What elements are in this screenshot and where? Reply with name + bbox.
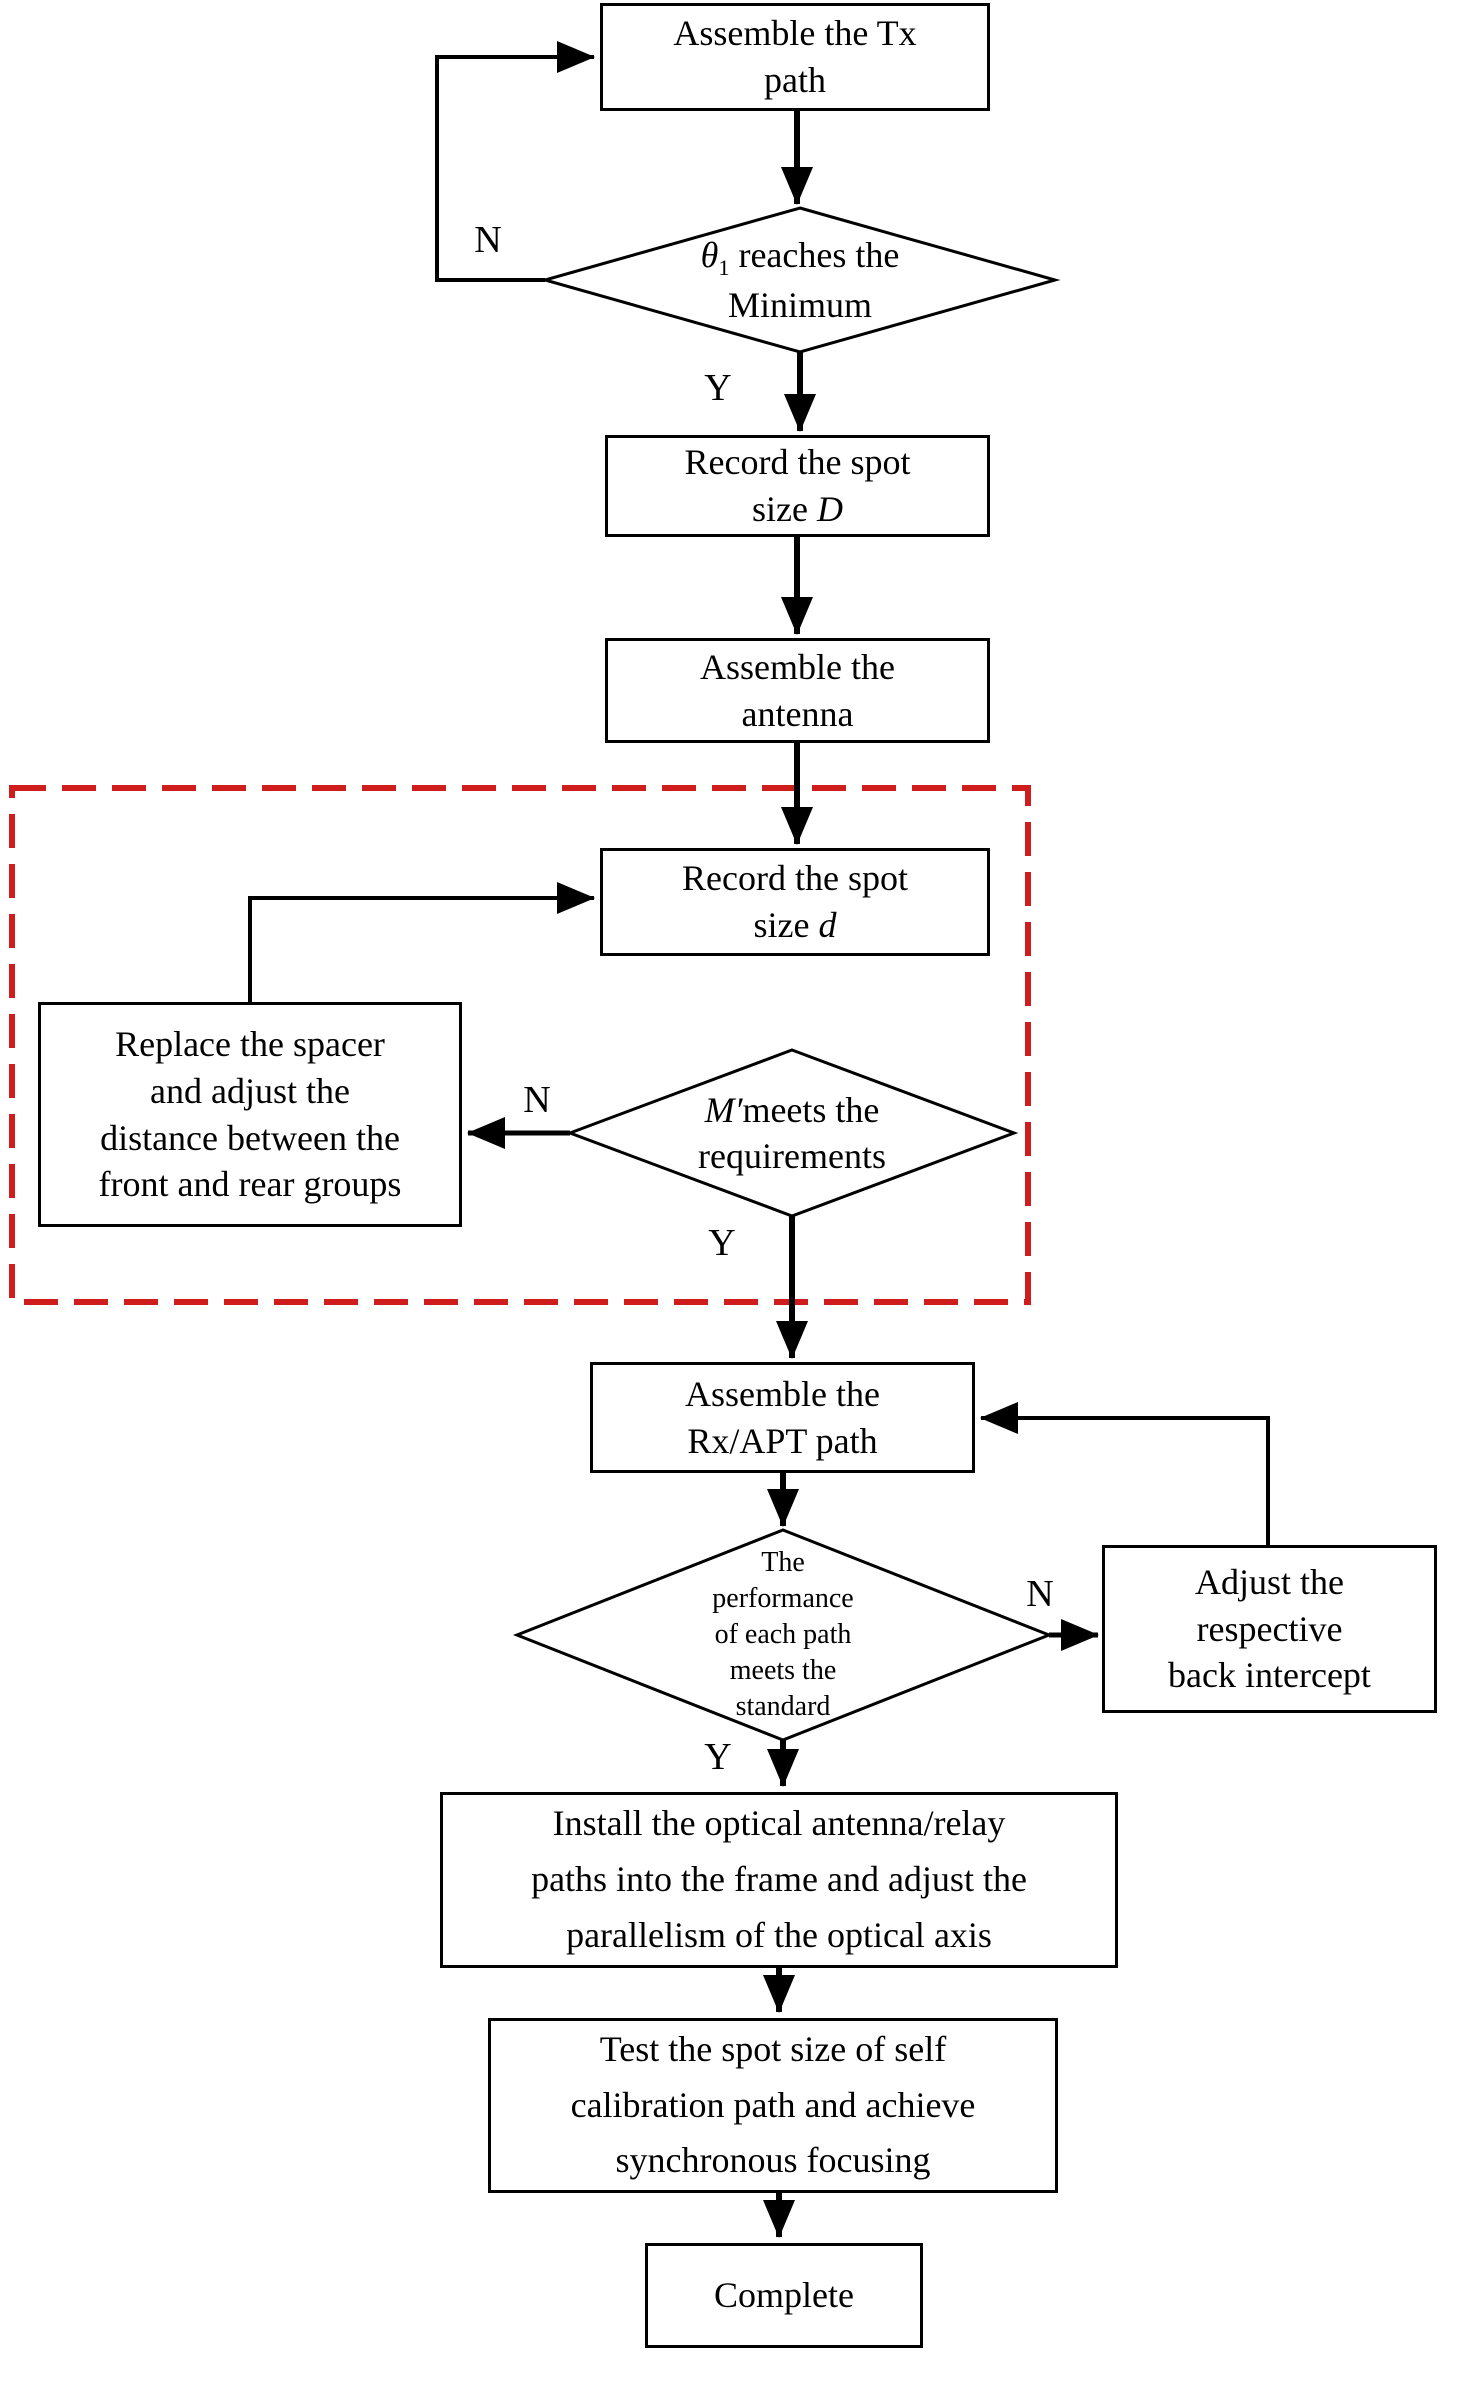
node-label-line: paths into the frame and adjust the — [531, 1859, 1027, 1900]
loop-replace-spacer-to-record-spot-d — [248, 882, 595, 1002]
node-label-line: Replace the spacer — [115, 1023, 385, 1064]
branch-label-theta-y: Y — [704, 367, 732, 409]
branch-label-m-n: N — [523, 1079, 551, 1121]
node-label-line: front and rear groups — [98, 1164, 402, 1205]
node-label-line: requirements — [698, 1136, 886, 1176]
dashed-region-antenna-alignment — [9, 785, 1031, 1305]
decision-theta1-minimum-label: θ1 reaches the Minimum — [560, 212, 1040, 348]
node-label-line: Install the optical antenna/relay — [552, 1803, 1006, 1844]
loop-adjust-intercept-to-assemble-rx — [980, 1402, 1270, 1545]
node-label-line: Rx/APT path — [687, 1420, 878, 1461]
node-label-line: calibration path and achieve — [570, 2084, 976, 2125]
branch-label-performance-n: N — [1026, 1573, 1054, 1615]
node-label-line: antenna — [741, 693, 854, 734]
node-label-line: M′meets the — [704, 1089, 880, 1130]
node-label-line: Assemble the — [700, 646, 895, 687]
decision-theta1-minimum-shape — [539, 206, 1061, 354]
node-label-line: Record the spot — [682, 858, 908, 899]
node-label-line: θ1 reaches the — [700, 234, 900, 280]
node-label-line: size d — [753, 905, 837, 945]
branch-label-performance-y: Y — [704, 1736, 732, 1778]
node-label-line: Minimum — [727, 285, 873, 326]
node-label-line: standard — [735, 1690, 831, 1722]
decision-m-prime-label: M′meets the requirements — [585, 1054, 999, 1212]
node-label-line: meets the — [729, 1654, 837, 1686]
node-label-line: back intercept — [1168, 1655, 1371, 1696]
node-label-line: size D — [752, 489, 843, 529]
node-record-spot-size-d: Record the spot size d — [600, 848, 990, 956]
decision-path-performance-label: The performance of each path meets the s… — [527, 1532, 1039, 1738]
branch-label-m-y: Y — [708, 1222, 736, 1264]
node-label-line: and adjust the — [150, 1070, 350, 1111]
node-label-line: path — [764, 60, 826, 100]
node-label-line: Record the spot — [684, 442, 911, 483]
node-label-line: Adjust the — [1195, 1561, 1344, 1602]
node-label-line: respective — [1196, 1608, 1343, 1649]
node-replace-spacer: Replace the spacer and adjust the distan… — [38, 1002, 462, 1227]
node-label-line: The — [761, 1547, 805, 1579]
node-test-spot-size: Test the spot size of self calibration p… — [488, 2018, 1058, 2193]
loop-theta-no-to-assemble-tx — [435, 41, 595, 282]
node-complete: Complete — [645, 2243, 923, 2348]
node-label-line: parallelism of the optical axis — [566, 1914, 992, 1955]
decision-path-performance-shape — [512, 1528, 1054, 1742]
node-install-optical-antenna: Install the optical antenna/relay paths … — [440, 1792, 1118, 1968]
node-assemble-antenna: Assemble the antenna — [605, 638, 990, 743]
node-adjust-back-intercept: Adjust the respective back intercept — [1102, 1545, 1437, 1713]
node-record-spot-size-D: Record the spot size D — [605, 435, 990, 537]
node-label-line: synchronous focusing — [615, 2140, 931, 2181]
decision-m-prime-shape — [565, 1048, 1019, 1218]
node-label-line: Test the spot size of self — [599, 2028, 947, 2069]
node-label-line: of each path — [714, 1619, 852, 1651]
node-label-line: distance between the — [100, 1117, 400, 1158]
branch-label-theta-n: N — [474, 219, 502, 261]
node-label-line: Complete — [714, 2275, 854, 2316]
node-label-line: Assemble the — [685, 1373, 880, 1414]
node-label-line: performance — [712, 1583, 854, 1615]
node-assemble-tx-path: Assemble the Tx path — [600, 3, 990, 111]
node-label-line: Assemble the Tx — [673, 13, 917, 54]
node-assemble-rx-apt-path: Assemble the Rx/APT path — [590, 1362, 975, 1473]
